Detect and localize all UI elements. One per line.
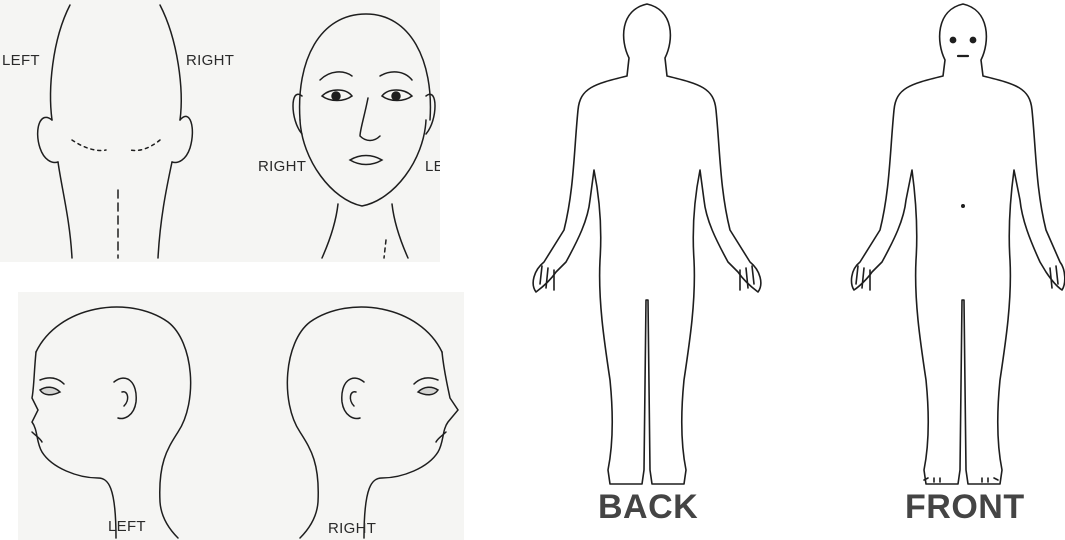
body-back-figure [533,4,761,484]
back-label: BACK [598,488,698,527]
body-front-figure [852,4,1065,484]
front-right-eye [970,37,975,42]
front-navel [962,205,964,207]
front-left-eye [950,37,955,42]
front-label: FRONT [905,488,1025,527]
